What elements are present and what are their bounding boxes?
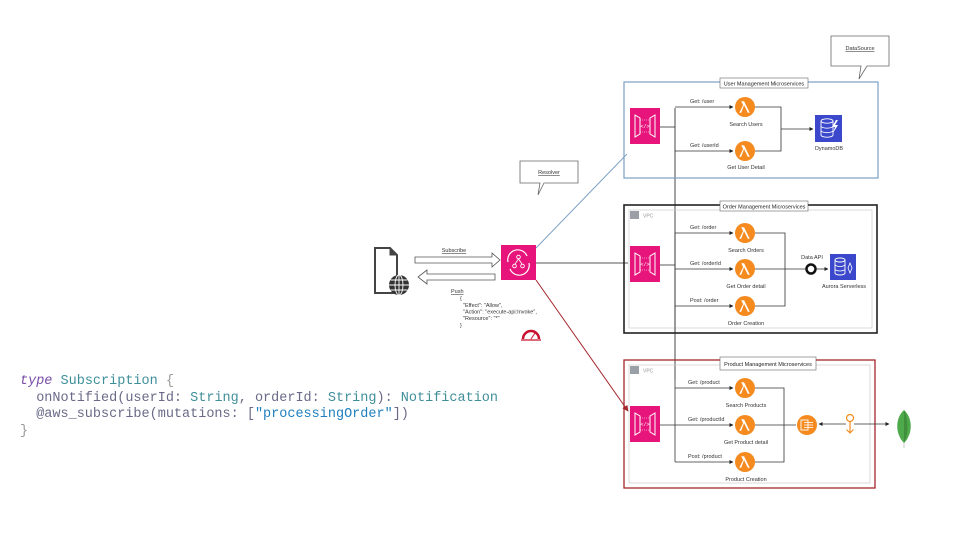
product-function-1: Get Product detail	[724, 440, 768, 446]
data-api-label: Data API	[801, 255, 823, 261]
dynamodb-icon	[815, 115, 842, 142]
svg-text:}: }	[460, 323, 462, 329]
code-line-4: }	[20, 423, 29, 439]
svg-text:"Effect": "Allow",: "Effect": "Allow",	[463, 303, 503, 309]
push-arrow	[417, 269, 496, 285]
order-function-0: Search Orders	[728, 248, 764, 254]
user-api-gateway-icon	[629, 107, 661, 145]
vpc-icon	[630, 211, 639, 219]
lambda-icon	[735, 141, 755, 161]
product-route-2: Post: /product	[688, 454, 722, 460]
user-route-0: Get: /user	[690, 99, 714, 105]
code-line-3: @aws_subscribe(mutations: ["processingOr…	[20, 407, 409, 422]
svg-text:"Action": "execute-api:Invoke": "Action": "execute-api:Invoke",	[463, 310, 537, 316]
product-function-0: Search Products	[726, 403, 767, 409]
order-vpc-label: VPC	[643, 214, 654, 220]
product-service-title: Product Management Microservices	[724, 362, 812, 368]
product-function-2: Product Creation	[725, 477, 766, 483]
iam-policy-text: { "Effect": "Allow", "Action": "execute-…	[460, 296, 537, 329]
order-route-2: Post: /order	[690, 298, 719, 304]
aurora-label: Aurora Serverless	[822, 284, 866, 290]
web-client-icon	[374, 247, 409, 296]
lambda-icon	[735, 378, 755, 398]
appsync-icon	[501, 245, 536, 280]
user-service-title: User Management Microservices	[724, 82, 805, 88]
lambda-icon	[735, 223, 755, 243]
dynamodb-label: DynamoDB	[815, 146, 843, 152]
lambda-icon	[735, 415, 755, 435]
product-route-0: Get: /product	[688, 380, 720, 386]
svg-text:{: {	[460, 296, 462, 302]
order-service-box: VPC Order Management Microservices Get: …	[623, 200, 878, 334]
resolver-callout-text: Resolver	[538, 170, 560, 176]
order-api-gateway-icon	[629, 245, 661, 283]
subscribe-arrow	[414, 252, 501, 268]
user-service-box: User Management Microservices Get: /user…	[623, 77, 879, 179]
private-link-icon	[845, 413, 855, 434]
product-vpc-label: VPC	[643, 369, 654, 375]
code-line-2: onNotified(userId: String, orderId: Stri…	[20, 390, 499, 406]
product-service-box: VPC Product Management Microservices Get…	[623, 356, 890, 489]
product-api-gateway-icon	[629, 405, 661, 443]
product-route-1: Get: /productId	[688, 417, 724, 423]
datasource-callout-text: DataSource	[845, 46, 874, 52]
subscribe-label: Subscribe	[442, 248, 466, 254]
appsync-to-product-line	[535, 279, 629, 412]
order-route-1: Get: /orderId	[690, 261, 721, 267]
graphql-schema-code: type Subscription { onNotified(userId: S…	[20, 374, 498, 440]
mongodb-icon	[897, 410, 911, 448]
code-line-1: type Subscription {	[20, 374, 174, 389]
data-api-connector-icon	[805, 263, 817, 275]
svg-text:"Resource": "*": "Resource": "*"	[463, 316, 500, 322]
aurora-serverless-icon	[830, 254, 856, 280]
order-service-title: Order Management Microservices	[723, 205, 806, 211]
resolver-callout: Resolver	[519, 160, 579, 196]
vpc-endpoint-icon	[797, 415, 817, 435]
lambda-icon	[735, 97, 755, 117]
lambda-icon	[735, 259, 755, 279]
lambda-icon	[735, 452, 755, 472]
push-label: Push	[451, 289, 464, 295]
order-function-2: Order Creation	[728, 321, 764, 327]
order-function-1: Get Order detail	[726, 284, 765, 290]
order-route-0: Get: /order	[690, 225, 716, 231]
user-function-0: Search Users	[729, 122, 763, 128]
speedometer-icon	[521, 329, 541, 341]
user-route-1: Get: /userId	[690, 143, 719, 149]
lambda-icon	[735, 296, 755, 316]
user-function-1: Get User Detail	[727, 165, 765, 171]
datasource-callout: DataSource	[830, 35, 890, 80]
vpc-icon	[630, 366, 639, 374]
appsync-to-user-line	[535, 153, 628, 249]
